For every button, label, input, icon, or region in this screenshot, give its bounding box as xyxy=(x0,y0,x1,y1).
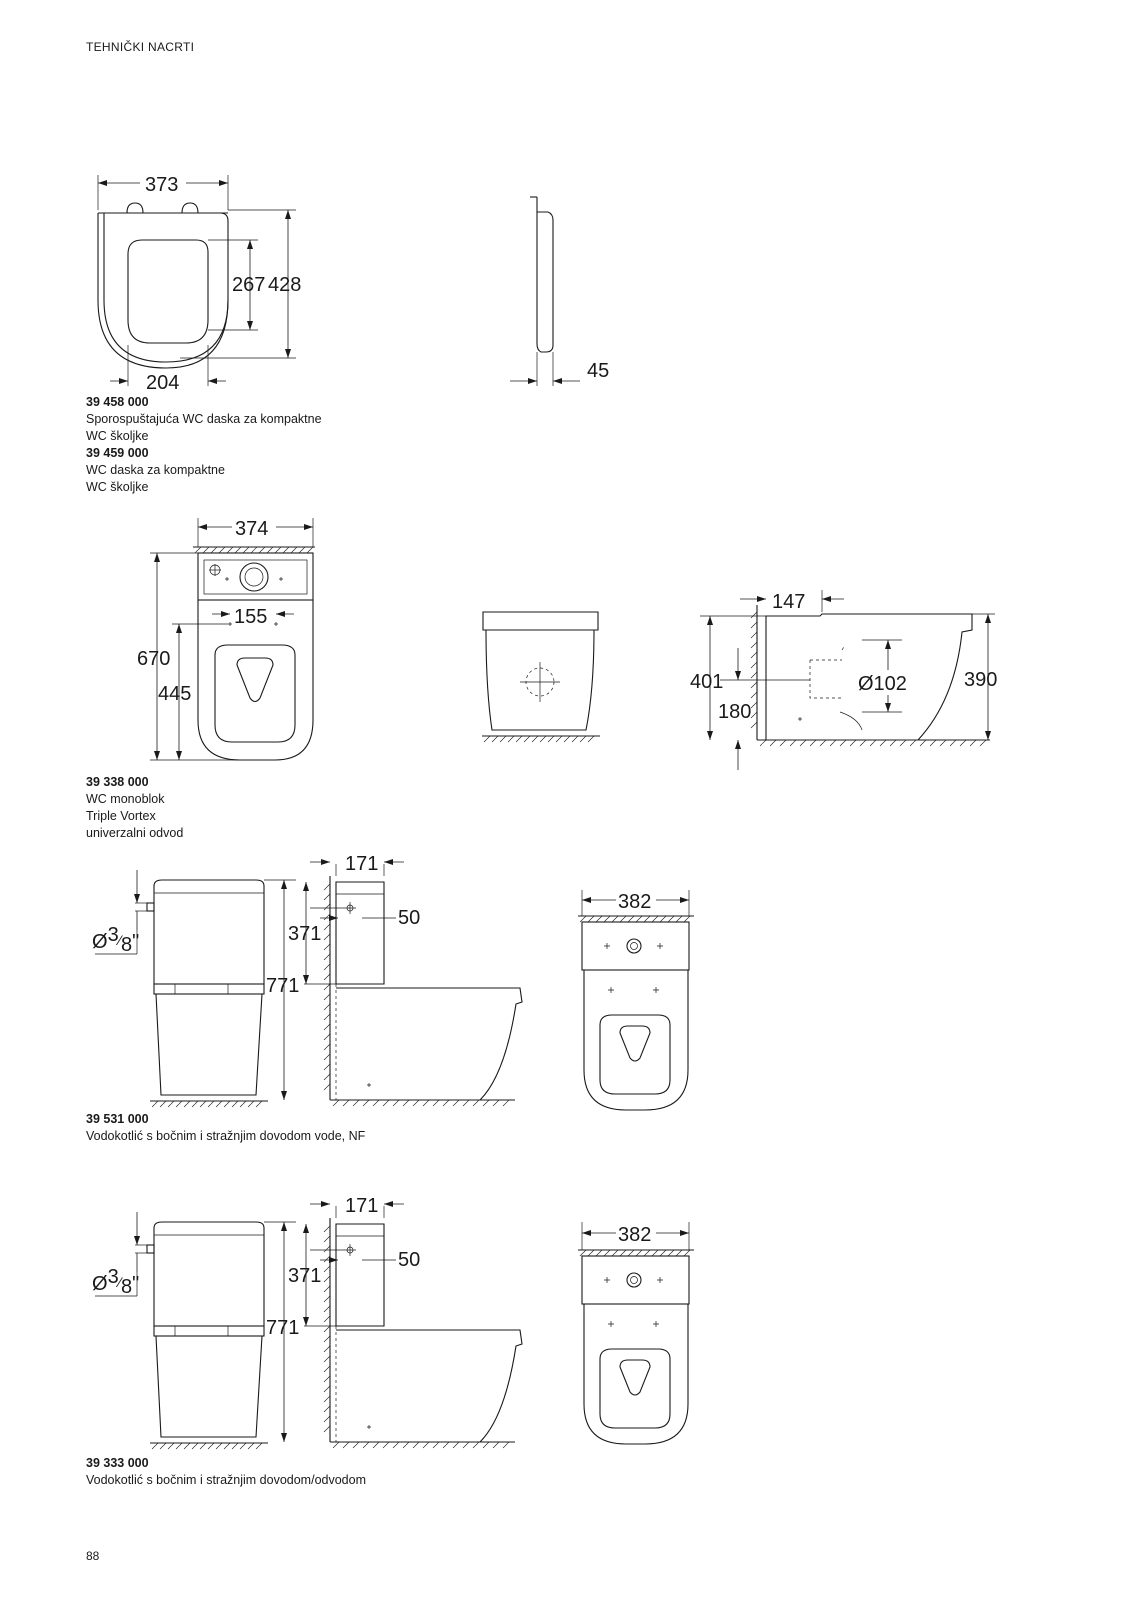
dim-seat-thickness: 45 xyxy=(587,360,609,382)
dim-seat-width: 373 xyxy=(145,174,178,196)
dim-wc-height: 670 xyxy=(137,648,170,670)
product-description: WC školjke xyxy=(86,480,149,494)
seat-side-view xyxy=(530,196,554,386)
cistern-side-view-1 xyxy=(304,864,523,1107)
caption-cistern-1: 39 531 000 Vodokotlić s bočnim i stražnj… xyxy=(86,1111,365,1145)
dim-outlet-diameter: Ø102 xyxy=(858,673,907,695)
wc-front-view xyxy=(482,611,600,743)
cistern-front-view-2 xyxy=(135,1221,296,1450)
dim-wc-depth-offset: 147 xyxy=(772,591,805,613)
dim-cistern-height-2: 371 xyxy=(288,1265,321,1287)
wc-top-view xyxy=(150,518,315,761)
dim-inlet-diameter-1: Ø3⁄8" xyxy=(92,924,139,956)
product-code: 39 459 000 xyxy=(86,446,149,460)
dim-seat-inner-length: 267 xyxy=(232,274,265,296)
dim-cistern-width-1: 382 xyxy=(618,891,651,913)
dim-total-height-2: 771 xyxy=(266,1317,299,1339)
cistern-top-view-1 xyxy=(578,890,694,1111)
product-description: univerzalni odvod xyxy=(86,826,184,840)
dim-cistern-inlet-2: 50 xyxy=(398,1249,420,1271)
seat-top-view xyxy=(97,175,296,386)
dim-cistern-offset-1: 171 xyxy=(345,853,378,875)
product-description: Triple Vortex xyxy=(86,809,156,823)
dim-bowl-height: 445 xyxy=(158,683,191,705)
dim-fixing-spacing: 155 xyxy=(234,606,267,628)
cistern-top-view-2 xyxy=(578,1222,694,1445)
page-number: 88 xyxy=(86,1549,100,1563)
dim-rim-height: 390 xyxy=(964,669,997,691)
dim-outlet-center: 180 xyxy=(718,701,751,723)
dim-wc-width: 374 xyxy=(235,518,268,540)
product-code: 39 333 000 xyxy=(86,1456,149,1470)
product-description: WC monoblok xyxy=(86,792,165,806)
dim-cistern-inlet-1: 50 xyxy=(398,907,420,929)
dim-seat-length: 428 xyxy=(268,274,301,296)
dim-cistern-height-1: 371 xyxy=(288,923,321,945)
caption-wc: 39 338 000 WC monoblok Triple Vortex uni… xyxy=(86,774,183,842)
product-description: Sporospuštajuća WC daska za kompaktne xyxy=(86,412,322,426)
dim-inlet-diameter-2: Ø3⁄8" xyxy=(92,1266,139,1298)
page-header: TEHNIČKI NACRTI xyxy=(86,40,195,54)
cistern-front-view-1 xyxy=(135,879,296,1108)
product-code: 39 458 000 xyxy=(86,395,149,409)
product-description: Vodokotlić s bočnim i stražnjim dovodom … xyxy=(86,1129,366,1143)
product-description: WC daska za kompaktne xyxy=(86,463,225,477)
product-description: WC školjke xyxy=(86,429,149,443)
dim-cistern-width-2: 382 xyxy=(618,1224,651,1246)
caption-cistern-2: 39 333 000 Vodokotlić s bočnim i stražnj… xyxy=(86,1455,366,1489)
caption-seat: 39 458 000 Sporospuštajuća WC daska za k… xyxy=(86,394,322,496)
dim-hinge-spacing: 204 xyxy=(146,372,179,394)
dim-total-height-1: 771 xyxy=(266,975,299,997)
product-code: 39 531 000 xyxy=(86,1112,149,1126)
dim-outlet-height: 401 xyxy=(690,671,723,693)
cistern-side-view-2 xyxy=(304,1206,523,1449)
product-description: Vodokotlić s bočnim i stražnjim dovodom/… xyxy=(86,1473,366,1487)
dim-cistern-offset-2: 171 xyxy=(345,1195,378,1217)
product-code: 39 338 000 xyxy=(86,775,149,789)
